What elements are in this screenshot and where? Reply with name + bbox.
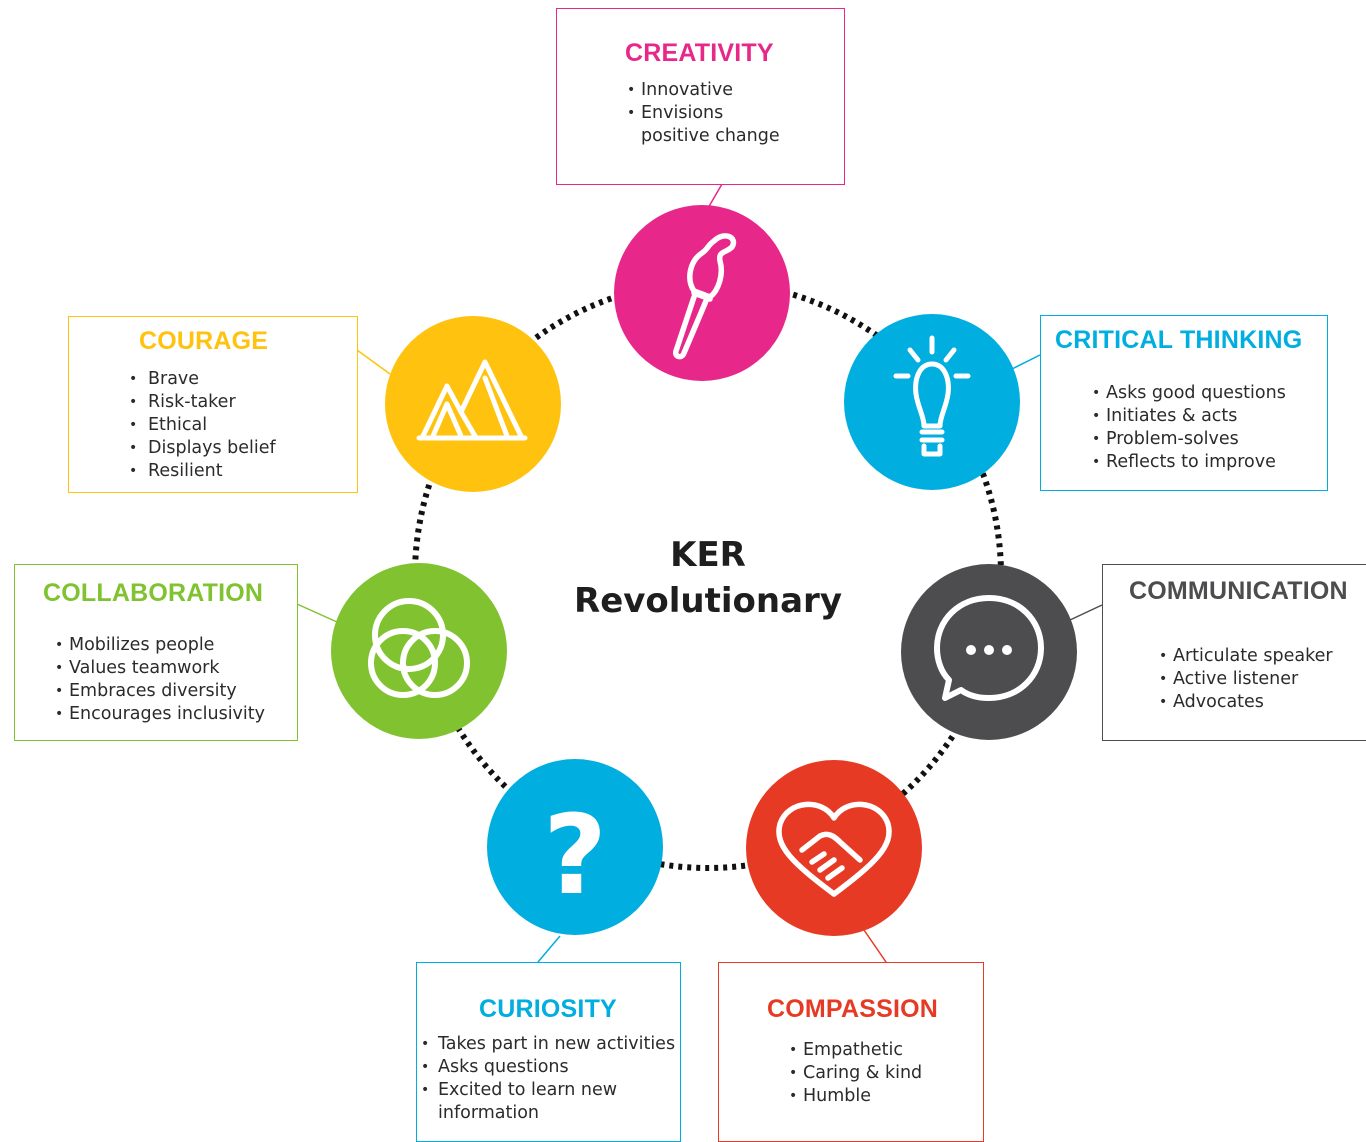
connector-communication <box>1069 604 1103 621</box>
list-item: Asks questions <box>421 1056 675 1079</box>
list-item: Ethical <box>129 414 276 437</box>
critical-thinking-title: CRITICAL THINKING <box>1055 326 1303 354</box>
compassion-circle <box>746 760 922 936</box>
list-item: Active listener <box>1159 668 1333 691</box>
list-item: Caring & kind <box>789 1062 922 1085</box>
title-line-1: KER <box>670 535 746 575</box>
courage-circle <box>385 316 561 492</box>
collaboration-list: Mobilizes people Values teamwork Embrace… <box>55 634 265 726</box>
list-item: Encourages inclusivity <box>55 703 265 726</box>
curiosity-circle: ? <box>487 759 663 935</box>
compassion-title: COMPASSION <box>767 995 938 1023</box>
courage-title: COURAGE <box>139 327 269 355</box>
curiosity-box: CURIOSITY Takes part in new activities A… <box>416 962 681 1142</box>
curiosity-title: CURIOSITY <box>479 995 617 1023</box>
connector-compassion <box>863 929 887 963</box>
speech-bubble-icon <box>934 595 1044 701</box>
connector-curiosity <box>537 935 561 963</box>
list-item: Problem-solves <box>1092 428 1286 451</box>
list-item: Displays belief <box>129 437 276 460</box>
list-item: Articulate speaker <box>1159 645 1333 668</box>
interlocking-circles-icon <box>368 598 470 698</box>
diagram-title: KER Revolutionary <box>550 532 866 624</box>
list-item: Empathetic <box>789 1039 922 1062</box>
critical-thinking-list: Asks good questions Initiates & acts Pro… <box>1092 382 1286 474</box>
creativity-title: CREATIVITY <box>625 39 774 67</box>
compassion-list: Empathetic Caring & kind Humble <box>789 1039 922 1108</box>
communication-box: COMMUNICATION Articulate speaker Active … <box>1102 564 1366 741</box>
creativity-box: CREATIVITY Innovative Envisions positive… <box>556 8 845 185</box>
collaboration-box: COLLABORATION Mobilizes people Values te… <box>14 564 298 741</box>
heart-handshake-icon <box>776 801 892 897</box>
critical-thinking-circle <box>844 314 1020 490</box>
lightbulb-icon <box>893 335 971 457</box>
list-item: Brave <box>129 368 276 391</box>
list-item: Asks good questions <box>1092 382 1286 405</box>
connector-courage <box>356 349 391 375</box>
communication-title: COMMUNICATION <box>1129 577 1348 605</box>
connector-critical-thinking <box>1009 354 1041 371</box>
list-item: Advocates <box>1159 691 1333 714</box>
curiosity-list: Takes part in new activities Asks questi… <box>421 1033 675 1125</box>
list-item: Initiates & acts <box>1092 405 1286 428</box>
communication-list: Articulate speaker Active listener Advoc… <box>1159 645 1333 714</box>
communication-circle <box>901 564 1077 740</box>
list-item: Takes part in new activities <box>421 1033 675 1056</box>
list-item: Values teamwork <box>55 657 265 680</box>
list-item: Embraces diversity <box>55 680 265 703</box>
courage-box: COURAGE Brave Risk-taker Ethical Display… <box>68 316 358 493</box>
question-mark-icon: ? <box>543 791 607 919</box>
title-line-2: Revolutionary <box>574 581 842 621</box>
list-item: Excited to learn new information <box>421 1079 675 1125</box>
list-item: Mobilizes people <box>55 634 265 657</box>
list-item: Risk-taker <box>129 391 276 414</box>
svg-text:?: ? <box>543 791 607 919</box>
connector-collaboration <box>296 603 338 623</box>
collaboration-title: COLLABORATION <box>43 579 264 607</box>
list-item: Resilient <box>129 460 276 483</box>
paintbrush-icon <box>672 233 737 360</box>
creativity-list: Innovative Envisions positive change <box>627 79 780 148</box>
collaboration-circle <box>331 563 507 739</box>
creativity-circle <box>614 205 790 381</box>
mountains-icon <box>416 359 528 441</box>
list-item: Innovative <box>627 79 780 102</box>
list-item: Envisions positive change <box>627 102 780 148</box>
courage-list: Brave Risk-taker Ethical Displays belief… <box>129 368 276 483</box>
list-item: Reflects to improve <box>1092 451 1286 474</box>
compassion-box: COMPASSION Empathetic Caring & kind Humb… <box>718 962 984 1142</box>
critical-thinking-box: CRITICAL THINKING Asks good questions In… <box>1040 315 1328 491</box>
list-item: Humble <box>789 1085 922 1108</box>
